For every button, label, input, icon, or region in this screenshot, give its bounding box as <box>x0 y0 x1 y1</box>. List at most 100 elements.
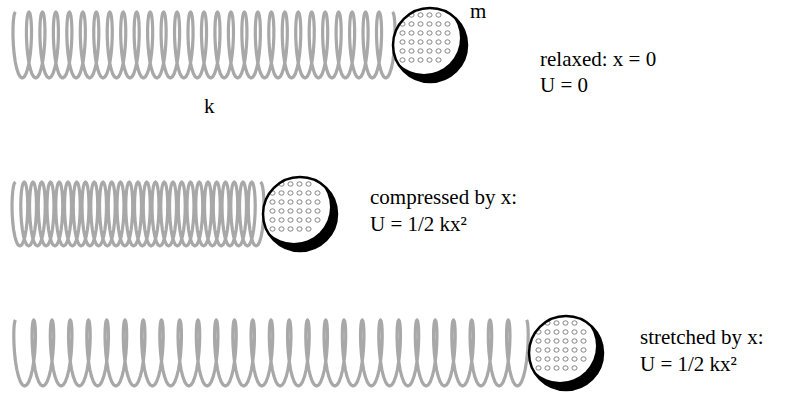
dimple <box>436 31 441 35</box>
dimple <box>409 40 414 44</box>
dimple <box>409 31 414 35</box>
dimple <box>572 366 577 370</box>
dimple <box>572 321 577 325</box>
dimple <box>418 49 423 53</box>
dimple <box>270 209 275 213</box>
dimple <box>306 209 311 213</box>
state-label: stretched by x: <box>640 326 764 349</box>
dimple <box>270 227 275 231</box>
dimple <box>536 366 541 370</box>
dimple <box>315 191 320 195</box>
coil-spring <box>13 12 395 78</box>
state-label: relaxed: x = 0 <box>540 48 656 71</box>
dimple <box>581 330 586 334</box>
state-label: compressed by x: <box>370 186 517 209</box>
dimple <box>545 357 550 361</box>
energy-label: U = 1/2 kx² <box>640 353 737 376</box>
dimple <box>427 40 432 44</box>
dimple <box>563 357 568 361</box>
dimple <box>279 218 284 222</box>
dimple <box>400 31 405 35</box>
dimple <box>581 339 586 343</box>
dimple <box>315 209 320 213</box>
dimple <box>288 227 293 231</box>
dimple <box>306 191 311 195</box>
energy-label: U = 1/2 kx² <box>370 213 467 236</box>
dimple <box>279 209 284 213</box>
dimple <box>436 13 441 17</box>
dimple <box>554 339 559 343</box>
dimple <box>418 40 423 44</box>
dimple <box>270 218 275 222</box>
dimple <box>581 348 586 352</box>
dimple <box>279 227 284 231</box>
dimple <box>563 321 568 325</box>
dimple <box>445 31 450 35</box>
dimple <box>288 218 293 222</box>
dimple <box>427 31 432 35</box>
dimple <box>554 357 559 361</box>
dimple <box>427 58 432 62</box>
dimple <box>536 339 541 343</box>
dimple <box>572 357 577 361</box>
dimple <box>436 40 441 44</box>
dimple <box>297 200 302 204</box>
dimple <box>554 366 559 370</box>
dimple <box>297 218 302 222</box>
dimple <box>270 200 275 204</box>
dimple <box>563 366 568 370</box>
dimple <box>545 366 550 370</box>
dimple <box>436 22 441 26</box>
dimple <box>279 200 284 204</box>
dimple <box>418 58 423 62</box>
dimple <box>563 339 568 343</box>
dimple <box>554 348 559 352</box>
dimple <box>545 348 550 352</box>
dimple <box>427 49 432 53</box>
dimple <box>554 330 559 334</box>
dimple <box>409 22 414 26</box>
dimple <box>306 182 311 186</box>
dimple <box>445 40 450 44</box>
dimple <box>288 191 293 195</box>
dimple <box>288 209 293 213</box>
dimple <box>545 330 550 334</box>
dimple <box>427 22 432 26</box>
dimple <box>306 200 311 204</box>
dimple <box>554 321 559 325</box>
dimple <box>315 218 320 222</box>
dimple <box>400 49 405 53</box>
dimple <box>563 330 568 334</box>
dimple <box>536 357 541 361</box>
energy-label: U = 0 <box>540 74 588 97</box>
dimple <box>427 13 432 17</box>
coil-spring <box>12 182 264 246</box>
dimple <box>288 182 293 186</box>
dimple <box>445 22 450 26</box>
dimple <box>581 357 586 361</box>
dimple <box>436 49 441 53</box>
dimple <box>572 339 577 343</box>
golf-ball <box>524 310 603 390</box>
dimple <box>563 348 568 352</box>
dimple <box>572 348 577 352</box>
dimple <box>436 58 441 62</box>
dimple <box>297 191 302 195</box>
dimple <box>400 58 405 62</box>
dimple <box>418 31 423 35</box>
dimple <box>545 339 550 343</box>
dimple <box>572 330 577 334</box>
coil-spring <box>14 320 528 386</box>
dimple <box>400 40 405 44</box>
golf-ball <box>388 2 467 82</box>
dimple <box>306 218 311 222</box>
mass-label: m <box>470 0 486 23</box>
dimple <box>445 49 450 53</box>
dimple <box>306 227 311 231</box>
spring-constant-label: k <box>204 95 215 118</box>
dimple <box>418 13 423 17</box>
dimple <box>418 22 423 26</box>
dimple <box>279 191 284 195</box>
dimple <box>409 49 414 53</box>
golf-ball <box>258 171 337 251</box>
